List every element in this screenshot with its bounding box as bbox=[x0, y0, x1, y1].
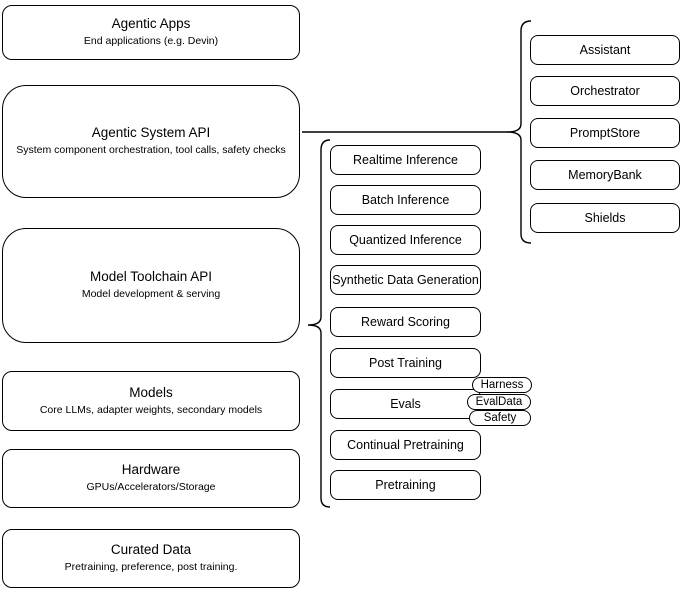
box-evals-label: Evals bbox=[390, 397, 421, 411]
right-column-brace bbox=[506, 20, 532, 244]
box-agentic-apps-subtitle: End applications (e.g. Devin) bbox=[83, 35, 219, 48]
box-post-training: Post Training bbox=[330, 348, 481, 378]
box-agentic-system-api-title: Agentic System API bbox=[91, 125, 211, 141]
box-batch-inference-label: Batch Inference bbox=[361, 193, 450, 207]
box-model-toolchain-api-title: Model Toolchain API bbox=[89, 269, 213, 285]
box-realtime-inference-label: Realtime Inference bbox=[353, 153, 458, 167]
box-promptstore-label: PromptStore bbox=[569, 126, 641, 140]
box-agentic-system-api: Agentic System API System component orch… bbox=[2, 85, 300, 198]
box-realtime-inference: Realtime Inference bbox=[330, 145, 481, 175]
box-reward-scoring: Reward Scoring bbox=[330, 307, 481, 337]
box-agentic-apps: Agentic Apps End applications (e.g. Devi… bbox=[2, 5, 300, 60]
box-quantized-inference: Quantized Inference bbox=[330, 225, 481, 255]
box-curated-data: Curated Data Pretraining, preference, po… bbox=[2, 529, 300, 588]
tag-safety: Safety bbox=[469, 410, 531, 426]
box-model-toolchain-api-subtitle: Model development & serving bbox=[81, 288, 221, 301]
box-models-title: Models bbox=[129, 384, 173, 400]
box-orchestrator: Orchestrator bbox=[530, 76, 680, 106]
box-assistant: Assistant bbox=[530, 35, 680, 65]
box-pretraining-label: Pretraining bbox=[375, 478, 436, 492]
box-promptstore: PromptStore bbox=[530, 118, 680, 148]
box-batch-inference: Batch Inference bbox=[330, 185, 481, 215]
box-hardware-subtitle: GPUs/Accelerators/Storage bbox=[86, 481, 216, 494]
box-shields-label: Shields bbox=[584, 211, 626, 225]
box-continual-pretraining-label: Continual Pretraining bbox=[347, 438, 464, 452]
box-model-toolchain-api: Model Toolchain API Model development & … bbox=[2, 228, 300, 343]
box-orchestrator-label: Orchestrator bbox=[570, 84, 640, 98]
box-agentic-apps-title: Agentic Apps bbox=[111, 16, 191, 32]
box-quantized-inference-label: Quantized Inference bbox=[349, 233, 462, 247]
box-shields: Shields bbox=[530, 203, 680, 233]
box-synthetic-data-generation-label: Synthetic Data Generation bbox=[332, 273, 479, 287]
tag-evaldata: EvalData bbox=[467, 394, 531, 410]
box-continual-pretraining: Continual Pretraining bbox=[330, 430, 481, 460]
middle-column-brace bbox=[307, 139, 331, 508]
box-models: Models Core LLMs, adapter weights, secon… bbox=[2, 371, 300, 431]
box-reward-scoring-label: Reward Scoring bbox=[361, 315, 450, 329]
box-synthetic-data-generation: Synthetic Data Generation bbox=[330, 265, 481, 295]
box-memorybank: MemoryBank bbox=[530, 160, 680, 190]
box-evals: Evals bbox=[330, 389, 481, 419]
box-memorybank-label: MemoryBank bbox=[568, 168, 642, 182]
box-models-subtitle: Core LLMs, adapter weights, secondary mo… bbox=[39, 403, 263, 416]
box-curated-data-title: Curated Data bbox=[110, 542, 192, 558]
box-post-training-label: Post Training bbox=[369, 356, 442, 370]
box-pretraining: Pretraining bbox=[330, 470, 481, 500]
tag-harness: Harness bbox=[472, 377, 532, 393]
box-hardware: Hardware GPUs/Accelerators/Storage bbox=[2, 449, 300, 508]
box-assistant-label: Assistant bbox=[579, 43, 631, 57]
box-curated-data-subtitle: Pretraining, preference, post training. bbox=[64, 561, 238, 574]
box-agentic-system-api-subtitle: System component orchestration, tool cal… bbox=[16, 144, 286, 157]
box-hardware-title: Hardware bbox=[121, 462, 181, 478]
